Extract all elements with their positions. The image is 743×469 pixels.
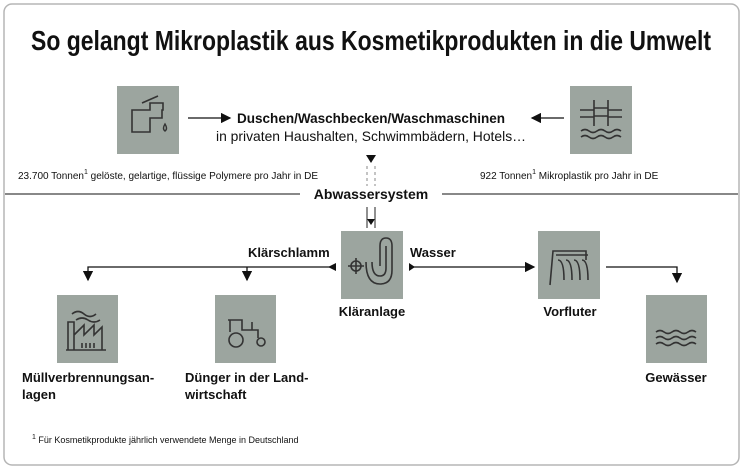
faucet-icon: [117, 86, 179, 154]
fertilizer-label-1: Dünger in der Land-: [185, 370, 309, 385]
title: So gelangt Mikroplastik aus Kosmetikprod…: [31, 25, 711, 56]
arrow-to-incineration: [82, 266, 336, 282]
factory-icon: [57, 295, 118, 363]
tractor-icon: [215, 295, 276, 363]
left-note: 23.700 Tonnen1 gelöste, gelartige, flüss…: [18, 169, 318, 182]
sewer-label: Abwassersystem: [314, 186, 428, 202]
arrow-to-waters: [606, 266, 683, 284]
waves-icon: [646, 295, 707, 363]
weir-icon: [538, 231, 600, 299]
fertilizer-label-2: wirtschaft: [184, 387, 247, 402]
incineration-label-1: Müllverbrennungsan-: [22, 370, 154, 385]
sewer-pipe-lower: [366, 207, 376, 228]
water-label: Wasser: [410, 245, 456, 260]
incineration-label-2: lagen: [22, 387, 56, 402]
down-triangle: [366, 155, 376, 163]
sources-subheading: in privaten Haushalten, Schwimmbädern, H…: [216, 128, 526, 144]
plant-label: Kläranlage: [339, 304, 405, 319]
receiving-label: Vorfluter: [543, 304, 596, 319]
swimming-pool-icon: [570, 86, 632, 154]
sludge-label: Klärschlamm: [248, 245, 330, 260]
treatment-plant-icon: [341, 231, 403, 299]
sources-heading: Duschen/Waschbecken/Waschmaschinen: [237, 110, 505, 126]
footnote: 1 Für Kosmetikprodukte jährlich verwende…: [32, 434, 299, 445]
waters-label: Gewässer: [645, 370, 706, 385]
right-note: 922 Tonnen1 Mikroplastik pro Jahr in DE: [480, 169, 659, 182]
